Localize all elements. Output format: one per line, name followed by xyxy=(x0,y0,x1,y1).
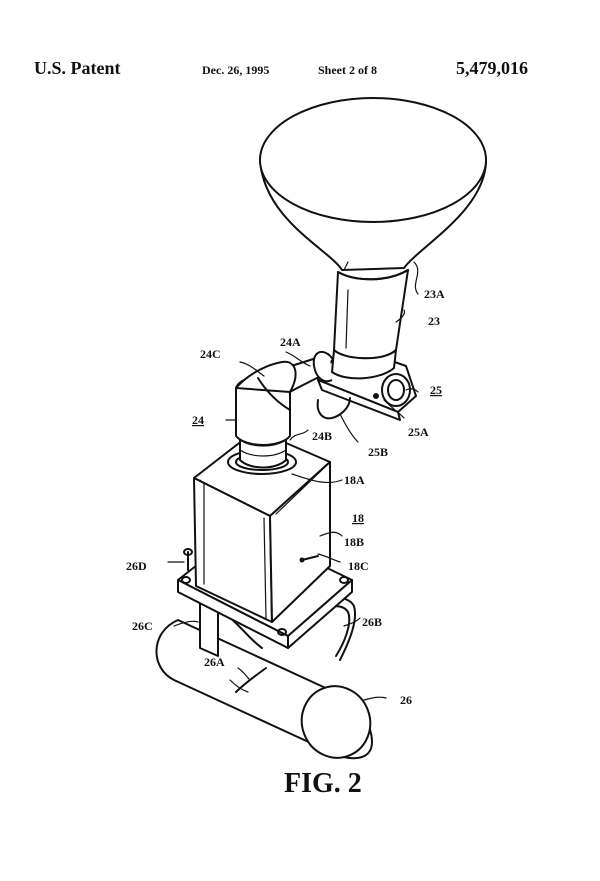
label-23: 23 xyxy=(428,314,440,328)
label-25A: 25A xyxy=(408,425,429,439)
leader-lines xyxy=(167,261,419,701)
label-26: 26 xyxy=(400,693,412,707)
label-25: 25 xyxy=(430,383,442,397)
patent-number: 5,479,016 xyxy=(456,58,528,78)
label-18: 18 xyxy=(352,511,364,525)
sheet-number: Sheet 2 of 8 xyxy=(318,63,377,77)
label-23A: 23A xyxy=(424,287,445,301)
label-18A: 18A xyxy=(344,473,365,487)
figure-caption: FIG. 2 xyxy=(284,768,362,799)
label-26C: 26C xyxy=(132,619,153,633)
reference-labels: 23A 23 24A 24C 25 24 24B 25A 25B 18A 18 … xyxy=(126,287,445,707)
cylinder-26 xyxy=(155,619,373,760)
label-25B: 25B xyxy=(368,445,388,459)
label-18B: 18B xyxy=(344,535,364,549)
label-24B: 24B xyxy=(312,429,332,443)
label-26B: 26B xyxy=(362,615,382,629)
label-26D: 26D xyxy=(126,559,147,573)
patent-header-title: U.S. Patent xyxy=(34,58,121,78)
label-24: 24 xyxy=(192,413,204,427)
funnel-23 xyxy=(259,97,487,380)
label-24A: 24A xyxy=(280,335,301,349)
label-26A: 26A xyxy=(204,655,225,669)
label-24C: 24C xyxy=(200,347,221,361)
label-18C: 18C xyxy=(348,559,369,573)
patent-date: Dec. 26, 1995 xyxy=(202,63,270,77)
